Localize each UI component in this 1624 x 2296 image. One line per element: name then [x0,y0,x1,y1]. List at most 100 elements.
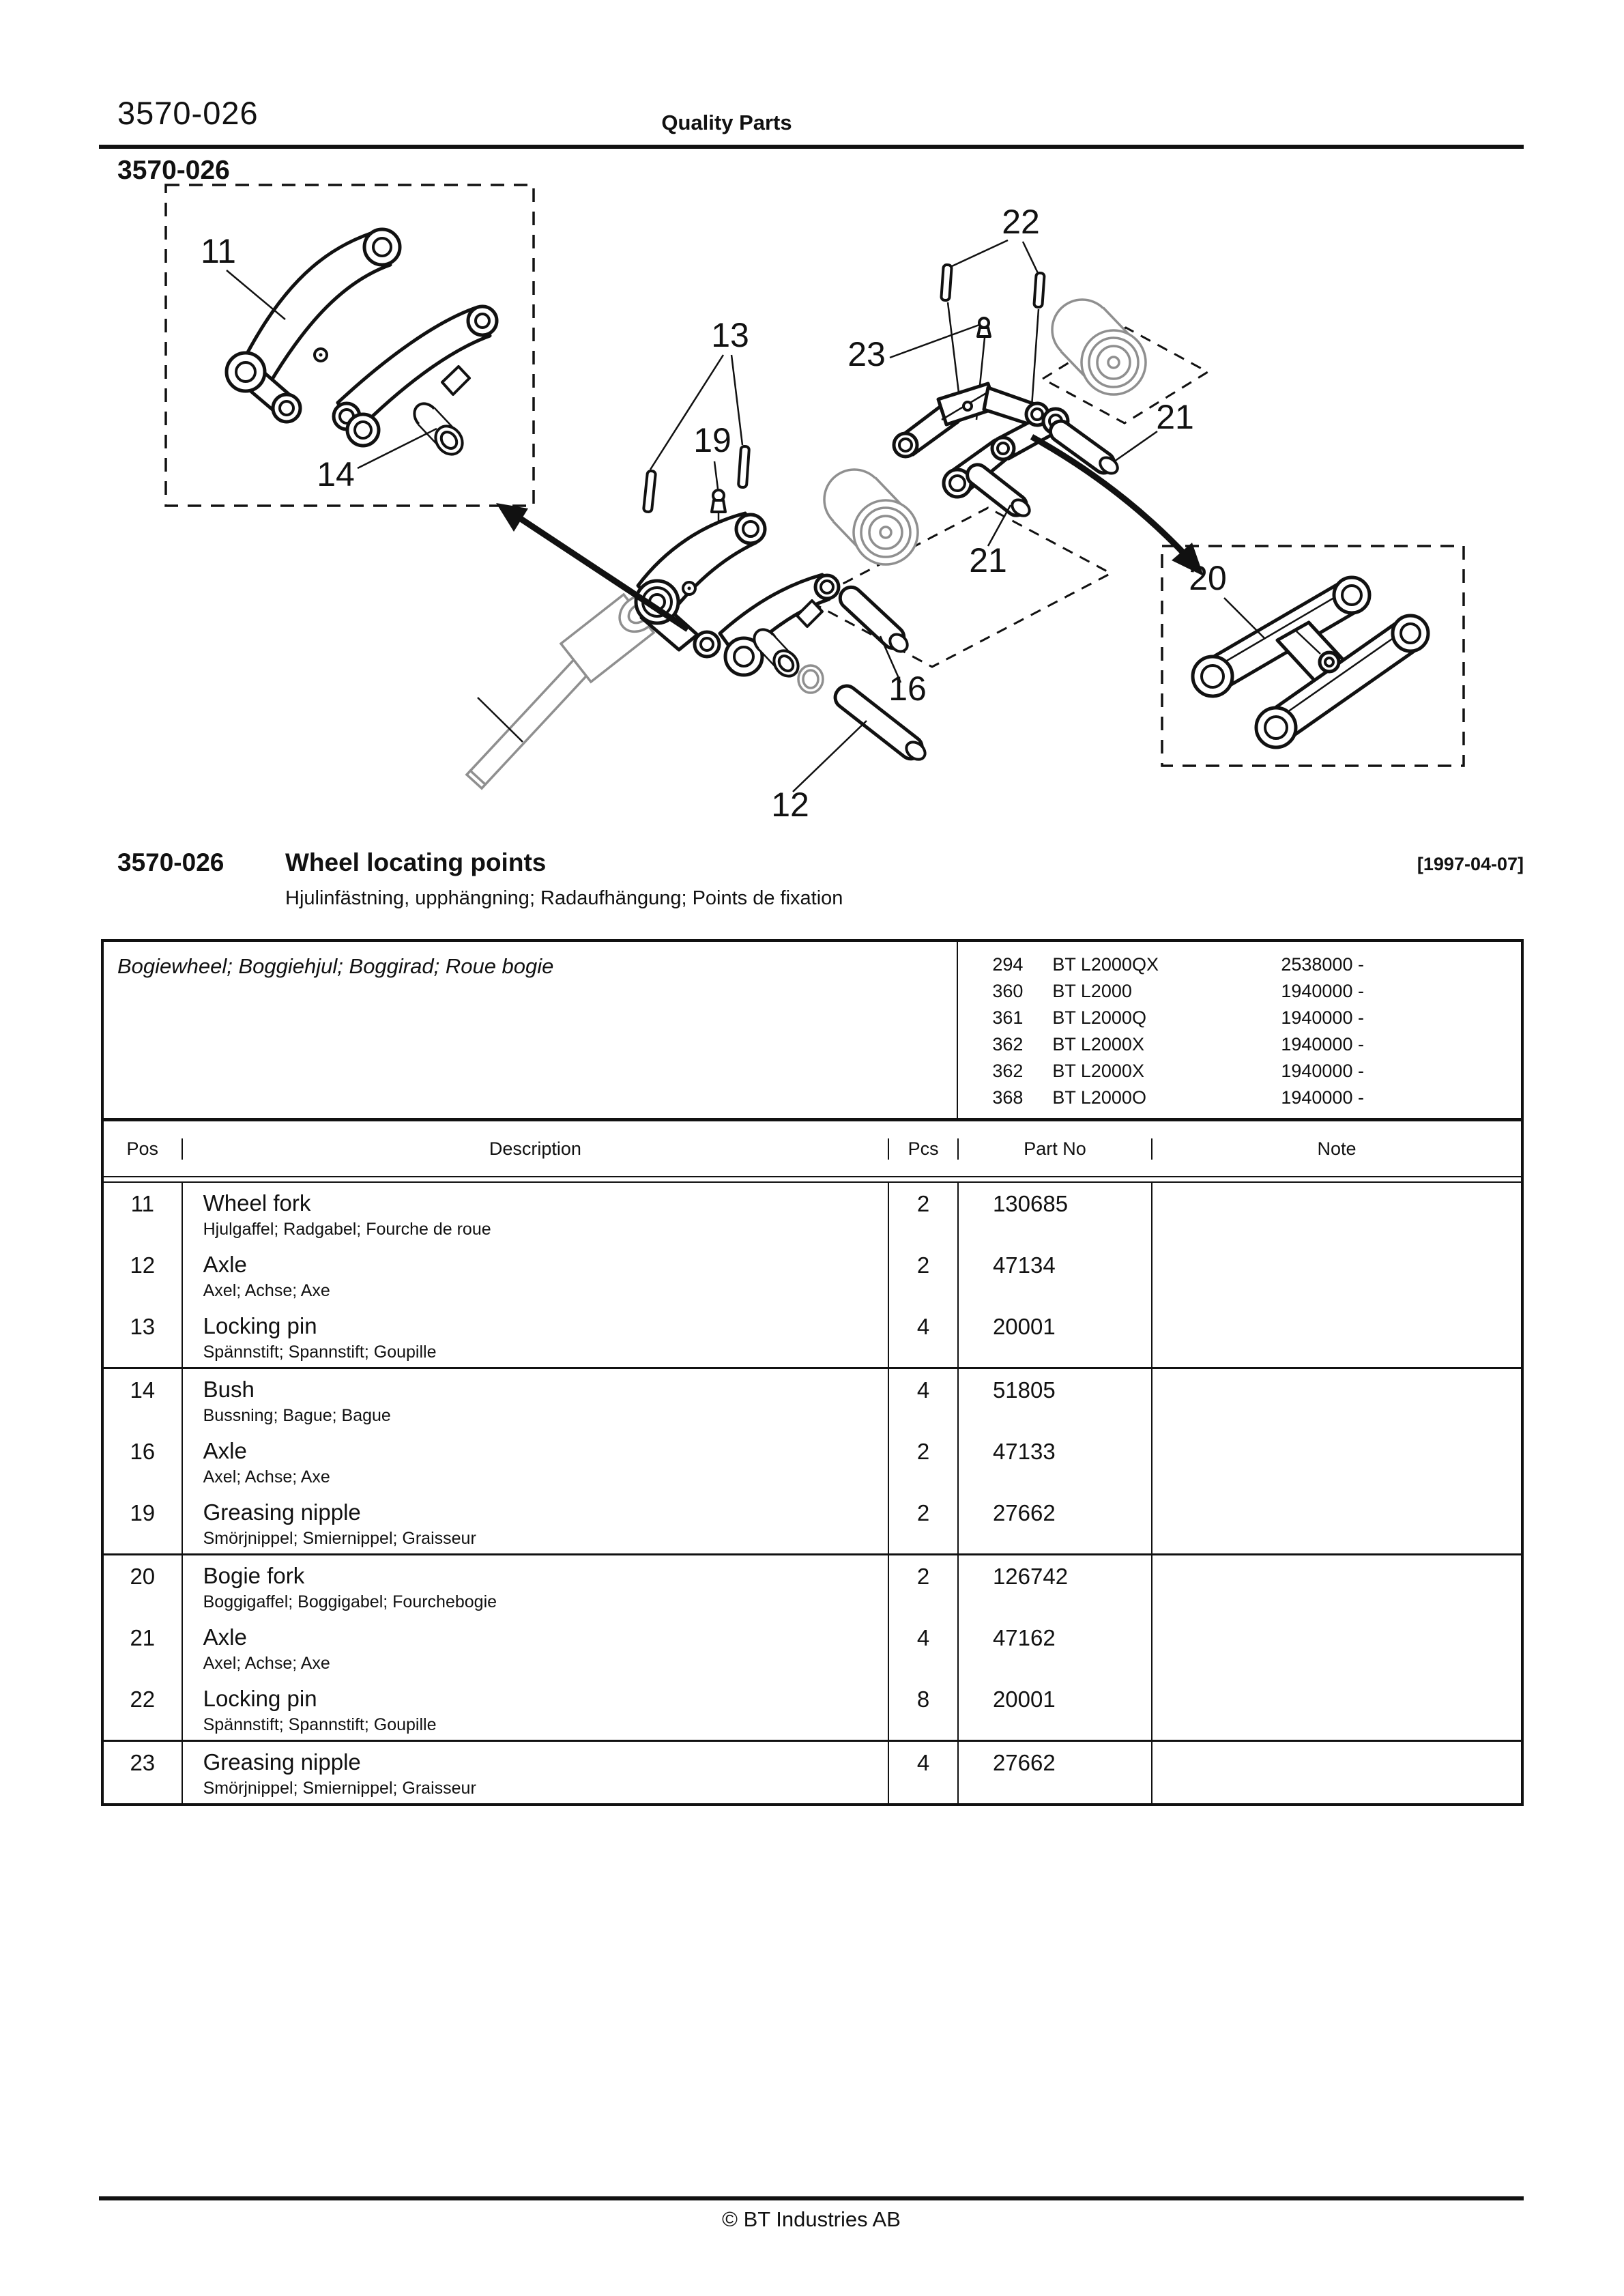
callout-11: 11 [201,232,236,270]
cell-pcs: 4 [888,1742,957,1803]
model-name: BT L2000O [1052,1087,1146,1108]
cell-pos: 21 [130,1625,156,1650]
col-pos: Pos [126,1138,159,1159]
cell-pcs: 2 [888,1555,957,1617]
cell-description: Bogie fork Boggigaffel; Boggigabel; Four… [181,1555,888,1617]
callout-12: 12 [771,786,809,824]
table-row: 12 Axle Axel; Achse; Axe 2 47134 [104,1244,1521,1306]
exploded-parts-diagram: 11 14 13 19 12 16 22 23 21 21 20 [164,184,1465,824]
table-row: 14 Bush Bussning; Bague; Bague 4 51805 [104,1369,1521,1431]
model-serial: 2538000 - [1281,954,1364,975]
cell-description: Axle Axel; Achse; Axe [181,1617,888,1678]
model-code: 362 [992,1034,1024,1054]
model-code: 360 [992,981,1024,1001]
cell-note [1151,1369,1521,1431]
revision-date: [1997-04-07] [1417,854,1524,874]
cell-note [1151,1617,1521,1678]
cell-description: Greasing nipple Smörjnippel; Smiernippel… [181,1742,888,1803]
cell-pos: 23 [130,1750,156,1775]
cell-description: Greasing nipple Smörjnippel; Smiernippel… [181,1492,888,1553]
cell-part-no: 20001 [957,1306,1151,1367]
cell-note [1151,1431,1521,1492]
model-row: 368 BT L2000O 1940000 - [992,1085,1521,1111]
model-row: 361 BT L2000Q 1940000 - [992,1005,1521,1031]
cell-pos: 16 [130,1439,156,1464]
cell-description: Axle Axel; Achse; Axe [181,1244,888,1306]
bogie-fork-detail [1191,575,1430,749]
double-rule [104,1177,1521,1183]
section-title: Wheel locating points [285,848,547,876]
greasing-nipple-part [710,489,727,523]
section-code: 3570-026 [117,848,224,876]
model-row: 360 BT L2000 1940000 - [992,978,1521,1005]
bogie-assembly [892,263,1119,517]
cell-pos: 14 [130,1377,156,1403]
cell-note [1151,1678,1521,1740]
cell-description: Locking pin Spännstift; Spannstift; Goup… [181,1306,888,1367]
locking-pin-part [642,470,657,513]
callout-16: 16 [888,670,927,708]
cell-pcs: 8 [888,1678,957,1740]
col-part-no: Part No [957,1138,1151,1160]
cell-pcs: 2 [888,1431,957,1492]
model-code: 361 [992,1007,1024,1028]
locking-pin-part [940,263,953,302]
bush-part [413,402,464,456]
bush-part [753,628,800,678]
cell-note [1151,1244,1521,1306]
cell-part-no: 51805 [957,1369,1151,1431]
table-row: 11 Wheel fork Hjulgaffel; Radgabel; Four… [104,1183,1521,1244]
model-header-box: Bogiewheel; Boggiehjul; Boggirad; Roue b… [104,942,1521,1121]
cell-note [1151,1492,1521,1553]
cell-part-no: 27662 [957,1492,1151,1553]
ghost-roller-left [823,468,919,566]
model-name: BT L2000Q [1052,1007,1146,1028]
model-name: BT L2000 [1052,981,1132,1001]
cell-pcs: 2 [888,1183,957,1244]
ghost-washer [797,664,824,694]
callout-21-bottom: 21 [969,541,1007,579]
callout-20: 20 [1189,559,1227,597]
model-serial: 1940000 - [1281,1087,1364,1108]
callout-21-right: 21 [1156,398,1194,436]
column-headers: Pos Description Pcs Part No Note [104,1121,1521,1177]
cell-part-no: 130685 [957,1183,1151,1244]
part-group: 11 Wheel fork Hjulgaffel; Radgabel; Four… [104,1183,1521,1367]
cell-pcs: 4 [888,1617,957,1678]
ghost-outline-lower [807,506,1114,668]
model-list: 294 BT L2000QX 2538000 - 360 BT L2000 19… [957,942,1521,1118]
table-row: 23 Greasing nipple Smörjnippel; Smiernip… [104,1742,1521,1803]
model-serial: 1940000 - [1281,981,1364,1001]
cell-pos: 13 [130,1314,156,1339]
callout-13: 13 [711,316,749,354]
callout-19: 19 [693,421,731,459]
table-row: 16 Axle Axel; Achse; Axe 2 47133 [104,1431,1521,1492]
parts-table: Bogiewheel; Boggiehjul; Boggirad; Roue b… [101,939,1524,1806]
model-serial: 1940000 - [1281,1061,1364,1081]
wheel-fork-detail-box [164,184,535,507]
cell-note [1151,1183,1521,1244]
header-rule [99,145,1524,149]
model-row: 362 BT L2000X 1940000 - [992,1031,1521,1058]
locking-pin-part [1032,271,1046,309]
table-row: 19 Greasing nipple Smörjnippel; Smiernip… [104,1492,1521,1553]
model-name: BT L2000X [1052,1034,1144,1054]
wheel-fork-detail [224,227,499,456]
section-number: 3570-026 [117,156,230,185]
cell-pos: 11 [130,1191,154,1216]
cell-pos: 12 [130,1252,156,1278]
part-group: 14 Bush Bussning; Bague; Bague 4 51805 1… [104,1367,1521,1553]
cell-pcs: 2 [888,1492,957,1553]
table-row: 21 Axle Axel; Achse; Axe 4 47162 [104,1617,1521,1678]
ghost-roller-right [1051,298,1147,396]
page-title: Quality Parts [661,111,792,134]
detail-arrow-left [496,503,690,632]
col-pcs: Pcs [888,1138,957,1160]
callout-22: 22 [1002,203,1040,241]
axle-part [966,463,1031,517]
cell-description: Axle Axel; Achse; Axe [181,1431,888,1492]
cell-note [1151,1555,1521,1617]
model-code: 294 [992,954,1024,975]
bogie-fork-detail-box [1161,545,1465,767]
